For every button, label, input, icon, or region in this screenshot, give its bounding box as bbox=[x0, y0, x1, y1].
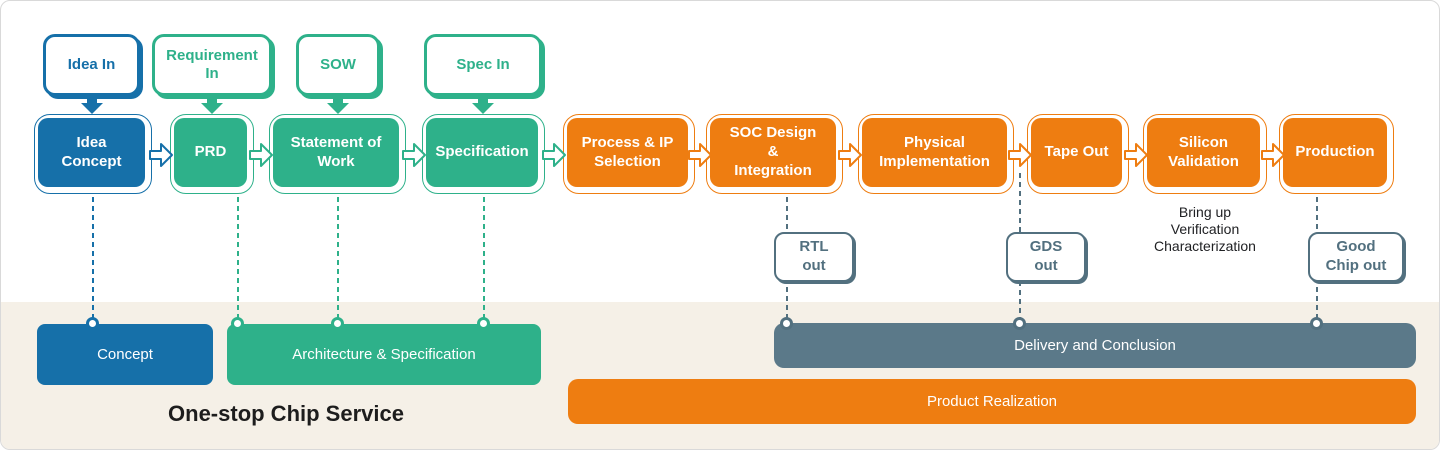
dashed-connector bbox=[483, 197, 485, 323]
callout-label: Requirement In bbox=[166, 47, 258, 82]
callout-sow: SOW bbox=[296, 34, 380, 96]
phase-bar-label: Architecture & Specification bbox=[292, 346, 476, 363]
connector-dot bbox=[1310, 317, 1323, 330]
arrow-down-icon bbox=[323, 94, 353, 119]
step-label: Physical Implementation bbox=[862, 118, 1007, 187]
step-prd: PRD bbox=[170, 114, 254, 194]
step-label: Process & IP Selection bbox=[567, 118, 688, 187]
phase-bar-label: Concept bbox=[97, 346, 153, 363]
silicon-validation-note: Bring up Verification Characterization bbox=[1154, 204, 1256, 254]
arrow-right-icon bbox=[1007, 140, 1033, 175]
arrow-right-icon bbox=[541, 140, 567, 175]
connector-dot bbox=[477, 317, 490, 330]
dashed-connector bbox=[337, 197, 339, 323]
diagram-title: One-stop Chip Service bbox=[168, 401, 404, 426]
step-silicon-validation: Silicon Validation bbox=[1143, 114, 1267, 194]
dashed-connector bbox=[92, 197, 94, 323]
step-soc-design-integration: SOC Design & Integration bbox=[706, 114, 843, 194]
arrow-right-icon bbox=[401, 140, 427, 175]
connector-dot bbox=[231, 317, 244, 330]
callout-idea-in: Idea In bbox=[43, 34, 140, 96]
callout-label: GDS out bbox=[1029, 238, 1063, 274]
dashed-connector bbox=[237, 197, 239, 323]
step-physical-implementation: Physical Implementation bbox=[858, 114, 1014, 194]
phase-bar-label: Product Realization bbox=[926, 393, 1058, 410]
arrow-right-icon bbox=[1123, 140, 1149, 175]
callout-spec-in: Spec In bbox=[424, 34, 542, 96]
connector-dot bbox=[780, 317, 793, 330]
arrow-down-icon bbox=[468, 94, 498, 119]
callout-label: Spec In bbox=[456, 56, 510, 73]
callout-requirement-in: Requirement In bbox=[152, 34, 272, 96]
step-label: SOC Design & Integration bbox=[710, 118, 836, 187]
phase-bar-concept: Concept bbox=[37, 324, 213, 385]
step-label: Idea Concept bbox=[38, 118, 145, 187]
phase-bar-label: Delivery and Conclusion bbox=[1014, 337, 1176, 354]
callout-label: RTL out bbox=[799, 238, 829, 274]
step-label: PRD bbox=[174, 118, 247, 187]
connector-dot bbox=[1013, 317, 1026, 330]
step-label: Statement of Work bbox=[273, 118, 399, 187]
step-idea-concept: Idea Concept bbox=[34, 114, 152, 194]
arrow-right-icon bbox=[148, 140, 174, 175]
step-label: Silicon Validation bbox=[1147, 118, 1260, 187]
phase-bar-product-realization: Product Realization bbox=[568, 379, 1416, 424]
arrow-right-icon bbox=[687, 140, 713, 175]
phase-bar-architecture-specification: Architecture & Specification bbox=[227, 324, 541, 385]
callout-gds-out: GDS out bbox=[1006, 232, 1086, 282]
step-label: Specification bbox=[426, 118, 538, 187]
callout-rtl-out: RTL out bbox=[774, 232, 854, 282]
arrow-down-icon bbox=[197, 94, 227, 119]
step-label: Production bbox=[1283, 118, 1387, 187]
step-process-ip-selection: Process & IP Selection bbox=[563, 114, 695, 194]
arrow-down-icon bbox=[77, 94, 107, 119]
callout-label: Good Chip out bbox=[1325, 238, 1387, 274]
arrow-right-icon bbox=[837, 140, 863, 175]
step-tape-out: Tape Out bbox=[1027, 114, 1129, 194]
callout-good-chip-out: Good Chip out bbox=[1308, 232, 1404, 282]
connector-dot bbox=[331, 317, 344, 330]
step-specification: Specification bbox=[422, 114, 545, 194]
step-label: Tape Out bbox=[1031, 118, 1122, 187]
phase-bar-delivery-conclusion: Delivery and Conclusion bbox=[774, 323, 1416, 368]
connector-dot bbox=[86, 317, 99, 330]
step-production: Production bbox=[1279, 114, 1394, 194]
callout-label: SOW bbox=[320, 56, 356, 73]
step-statement-of-work: Statement of Work bbox=[269, 114, 406, 194]
arrow-right-icon bbox=[248, 140, 274, 175]
arrow-right-icon bbox=[1260, 140, 1286, 175]
callout-label: Idea In bbox=[67, 56, 116, 73]
